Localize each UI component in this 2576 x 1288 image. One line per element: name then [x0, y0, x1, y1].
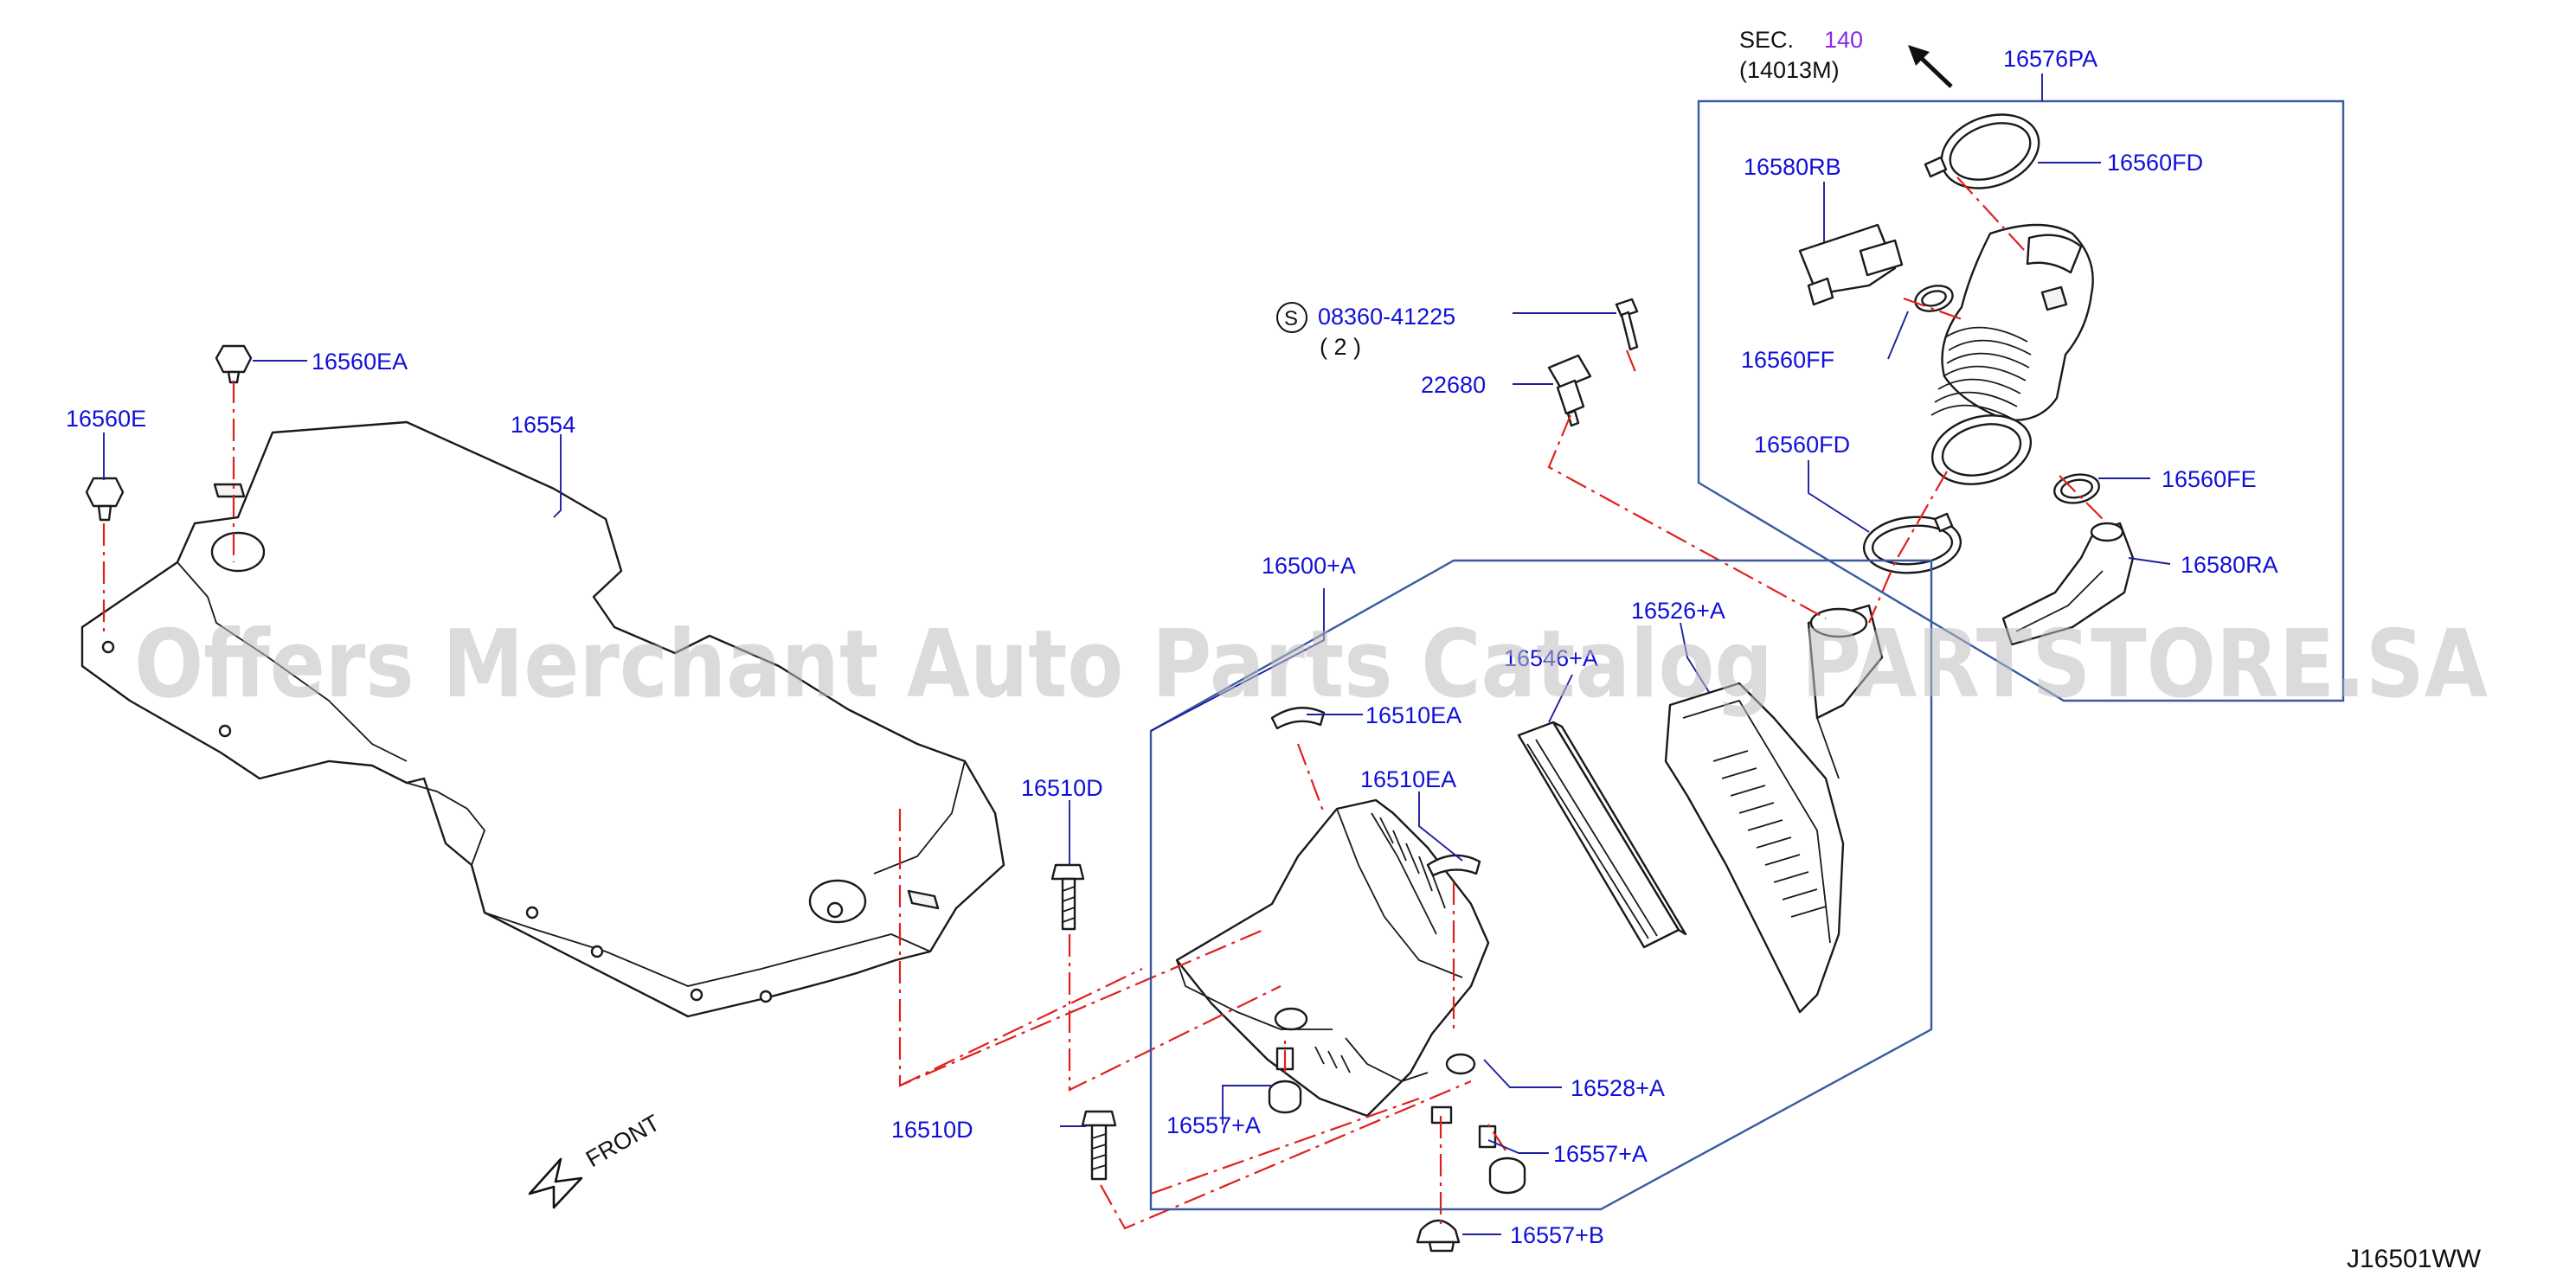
front-label: FRONT: [581, 1110, 665, 1172]
label-16560FD-top[interactable]: 16560FD: [2107, 150, 2203, 176]
section-sub: (14013M): [1739, 57, 1840, 83]
clip-16510EA-upper[interactable]: [1270, 707, 1326, 730]
label-16560FD-mid[interactable]: 16560FD: [1754, 432, 1850, 458]
label-16510D-top[interactable]: 16510D: [1021, 775, 1103, 801]
clip-16560E[interactable]: [85, 477, 125, 522]
screw-part-number[interactable]: 08360-41225: [1318, 304, 1455, 330]
label-16557B[interactable]: 16557+B: [1510, 1222, 1604, 1248]
screw-08360-41225[interactable]: [1615, 298, 1639, 351]
section-number[interactable]: 140: [1824, 27, 1863, 53]
label-16580RB[interactable]: 16580RB: [1744, 154, 1841, 180]
section-prefix: SEC.: [1739, 27, 1794, 53]
hose-16580RA[interactable]: [2001, 522, 2135, 646]
label-16510D-bottom[interactable]: 16510D: [891, 1117, 973, 1143]
label-16510EA-1[interactable]: 16510EA: [1365, 702, 1461, 728]
hose-16580RB[interactable]: [1798, 223, 1904, 306]
front-arrow-icon: [528, 1157, 583, 1209]
screw-quantity: ( 2 ): [1320, 334, 1361, 360]
section-arrow-icon: [1908, 45, 1953, 88]
clamp-16560FD-mid[interactable]: [1861, 512, 1963, 577]
label-16560FF[interactable]: 16560FF: [1741, 347, 1834, 373]
label-16580RA[interactable]: 16580RA: [2181, 552, 2278, 578]
air-filter-element-16546A[interactable]: [1517, 721, 1687, 949]
grommet-16557A-right[interactable]: [1478, 1125, 1526, 1195]
screw-symbol: S: [1284, 307, 1298, 330]
screw-symbol-icon: [1276, 302, 1307, 333]
frame-16576PA: [1697, 99, 2345, 702]
label-16500A[interactable]: 16500+A: [1262, 553, 1356, 579]
bolt-16510D-bottom[interactable]: [1081, 1110, 1117, 1181]
grommet-16557B[interactable]: [1416, 1219, 1461, 1253]
air-cleaner-lower-case-16528A[interactable]: [1175, 798, 1490, 1125]
clamp-16560FF[interactable]: [1912, 282, 1956, 315]
label-16510EA-2[interactable]: 16510EA: [1360, 766, 1456, 792]
bolt-16510D-top[interactable]: [1050, 863, 1085, 931]
label-16546A[interactable]: 16546+A: [1504, 645, 1598, 671]
grommet-16557A-left[interactable]: [1268, 1047, 1302, 1114]
air-duct-16576PA[interactable]: [1924, 223, 2094, 495]
frame-16500A: [1149, 559, 1933, 1211]
clip-16510EA-lower[interactable]: [1426, 854, 1481, 877]
label-16560E[interactable]: 16560E: [66, 406, 146, 432]
label-16557A-left[interactable]: 16557+A: [1166, 1112, 1261, 1138]
label-22680[interactable]: 22680: [1421, 372, 1486, 398]
drawing-code: J16501WW: [2347, 1245, 2482, 1273]
clip-16560EA-top[interactable]: [215, 344, 253, 384]
label-16526A[interactable]: 16526+A: [1631, 598, 1725, 624]
mass-airflow-sensor-22680[interactable]: [1547, 354, 1592, 427]
air-cleaner-upper-case-16526A[interactable]: [1664, 604, 1884, 1014]
label-16560FE[interactable]: 16560FE: [2162, 466, 2257, 492]
label-16560EA-top[interactable]: 16560EA: [312, 349, 408, 375]
label-16554[interactable]: 16554: [511, 412, 575, 438]
engine-cover-16554[interactable]: [80, 420, 1005, 1018]
clamp-16560FD-top[interactable]: [1924, 102, 2049, 202]
leader-lines: [103, 74, 2171, 1235]
label-16557A-right[interactable]: 16557+A: [1553, 1141, 1648, 1167]
watermark: Offers Merchant Auto Parts Catalog PARTS…: [134, 611, 2488, 719]
label-16576PA[interactable]: 16576PA: [2003, 46, 2097, 72]
label-16528A[interactable]: 16528+A: [1571, 1075, 1665, 1101]
